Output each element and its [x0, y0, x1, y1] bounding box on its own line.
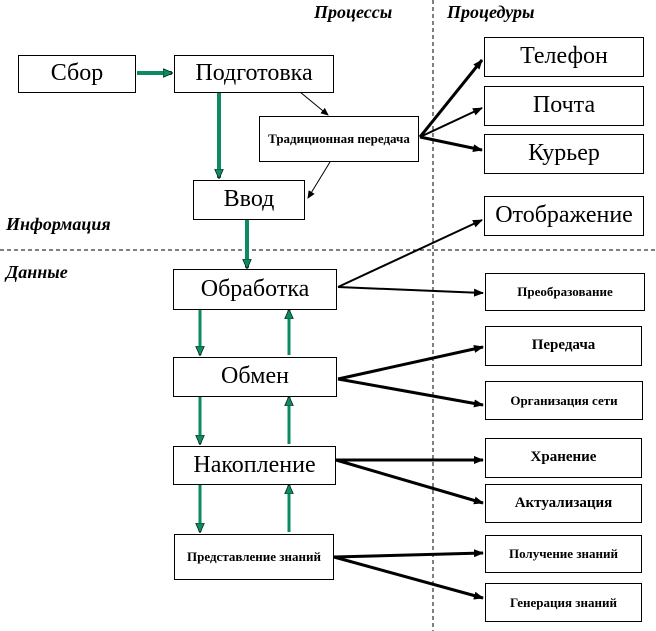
node-kurier: Курьер [484, 134, 644, 174]
header-procedures: Процедуры [447, 2, 535, 22]
arrow-to-generaciya-znaniy [333, 555, 484, 600]
arrow-to-peredacha [337, 345, 484, 381]
arrow-to-pochta [419, 107, 483, 138]
arrow-to-poluchenie-znaniy [333, 549, 484, 559]
node-telefon: Телефон [484, 37, 644, 77]
header-information: Информация [6, 214, 111, 234]
arrow-to-preobrazovanie [337, 286, 484, 297]
arrow-to-organizaciya-seti [337, 377, 484, 408]
node-pochta: Почта [484, 86, 644, 126]
node-generaciya-znaniy: Генерация знаний [485, 583, 642, 622]
node-otobrazhenie: Отображение [484, 196, 644, 236]
node-vvod: Ввод [193, 180, 305, 220]
header-data: Данные [6, 262, 68, 282]
node-aktualizaciya: Актуализация [485, 484, 642, 523]
node-podgotovka: Подготовка [174, 55, 334, 93]
arrow-podgotovka-to-tradicionnaya [299, 91, 329, 116]
arrow-to-otobrazhenie [337, 219, 483, 288]
node-peredacha: Передача [485, 326, 642, 366]
node-preobrazovanie: Преобразование [485, 273, 645, 311]
node-obrabotka: Обработка [173, 269, 337, 310]
node-obmen: Обмен [173, 357, 337, 397]
arrow-to-kurier [419, 135, 483, 153]
node-hranenie: Хранение [485, 438, 642, 478]
arrow-to-aktualizaciya [335, 458, 484, 505]
node-predstavlenie-znaniy: Представление знаний [174, 534, 334, 580]
node-sbor: Сбор [18, 55, 136, 93]
node-nakoplenie: Накопление [173, 446, 336, 485]
arrow-tradicionnaya-to-vvod [307, 161, 331, 199]
node-tradicionnaya-peredacha: Традиционная передача [259, 116, 419, 162]
node-poluchenie-znaniy: Получение знаний [485, 535, 642, 573]
node-organizaciya-seti: Организация сети [485, 381, 643, 420]
arrow-to-telefon [418, 59, 484, 138]
header-processes: Процессы [314, 2, 393, 22]
